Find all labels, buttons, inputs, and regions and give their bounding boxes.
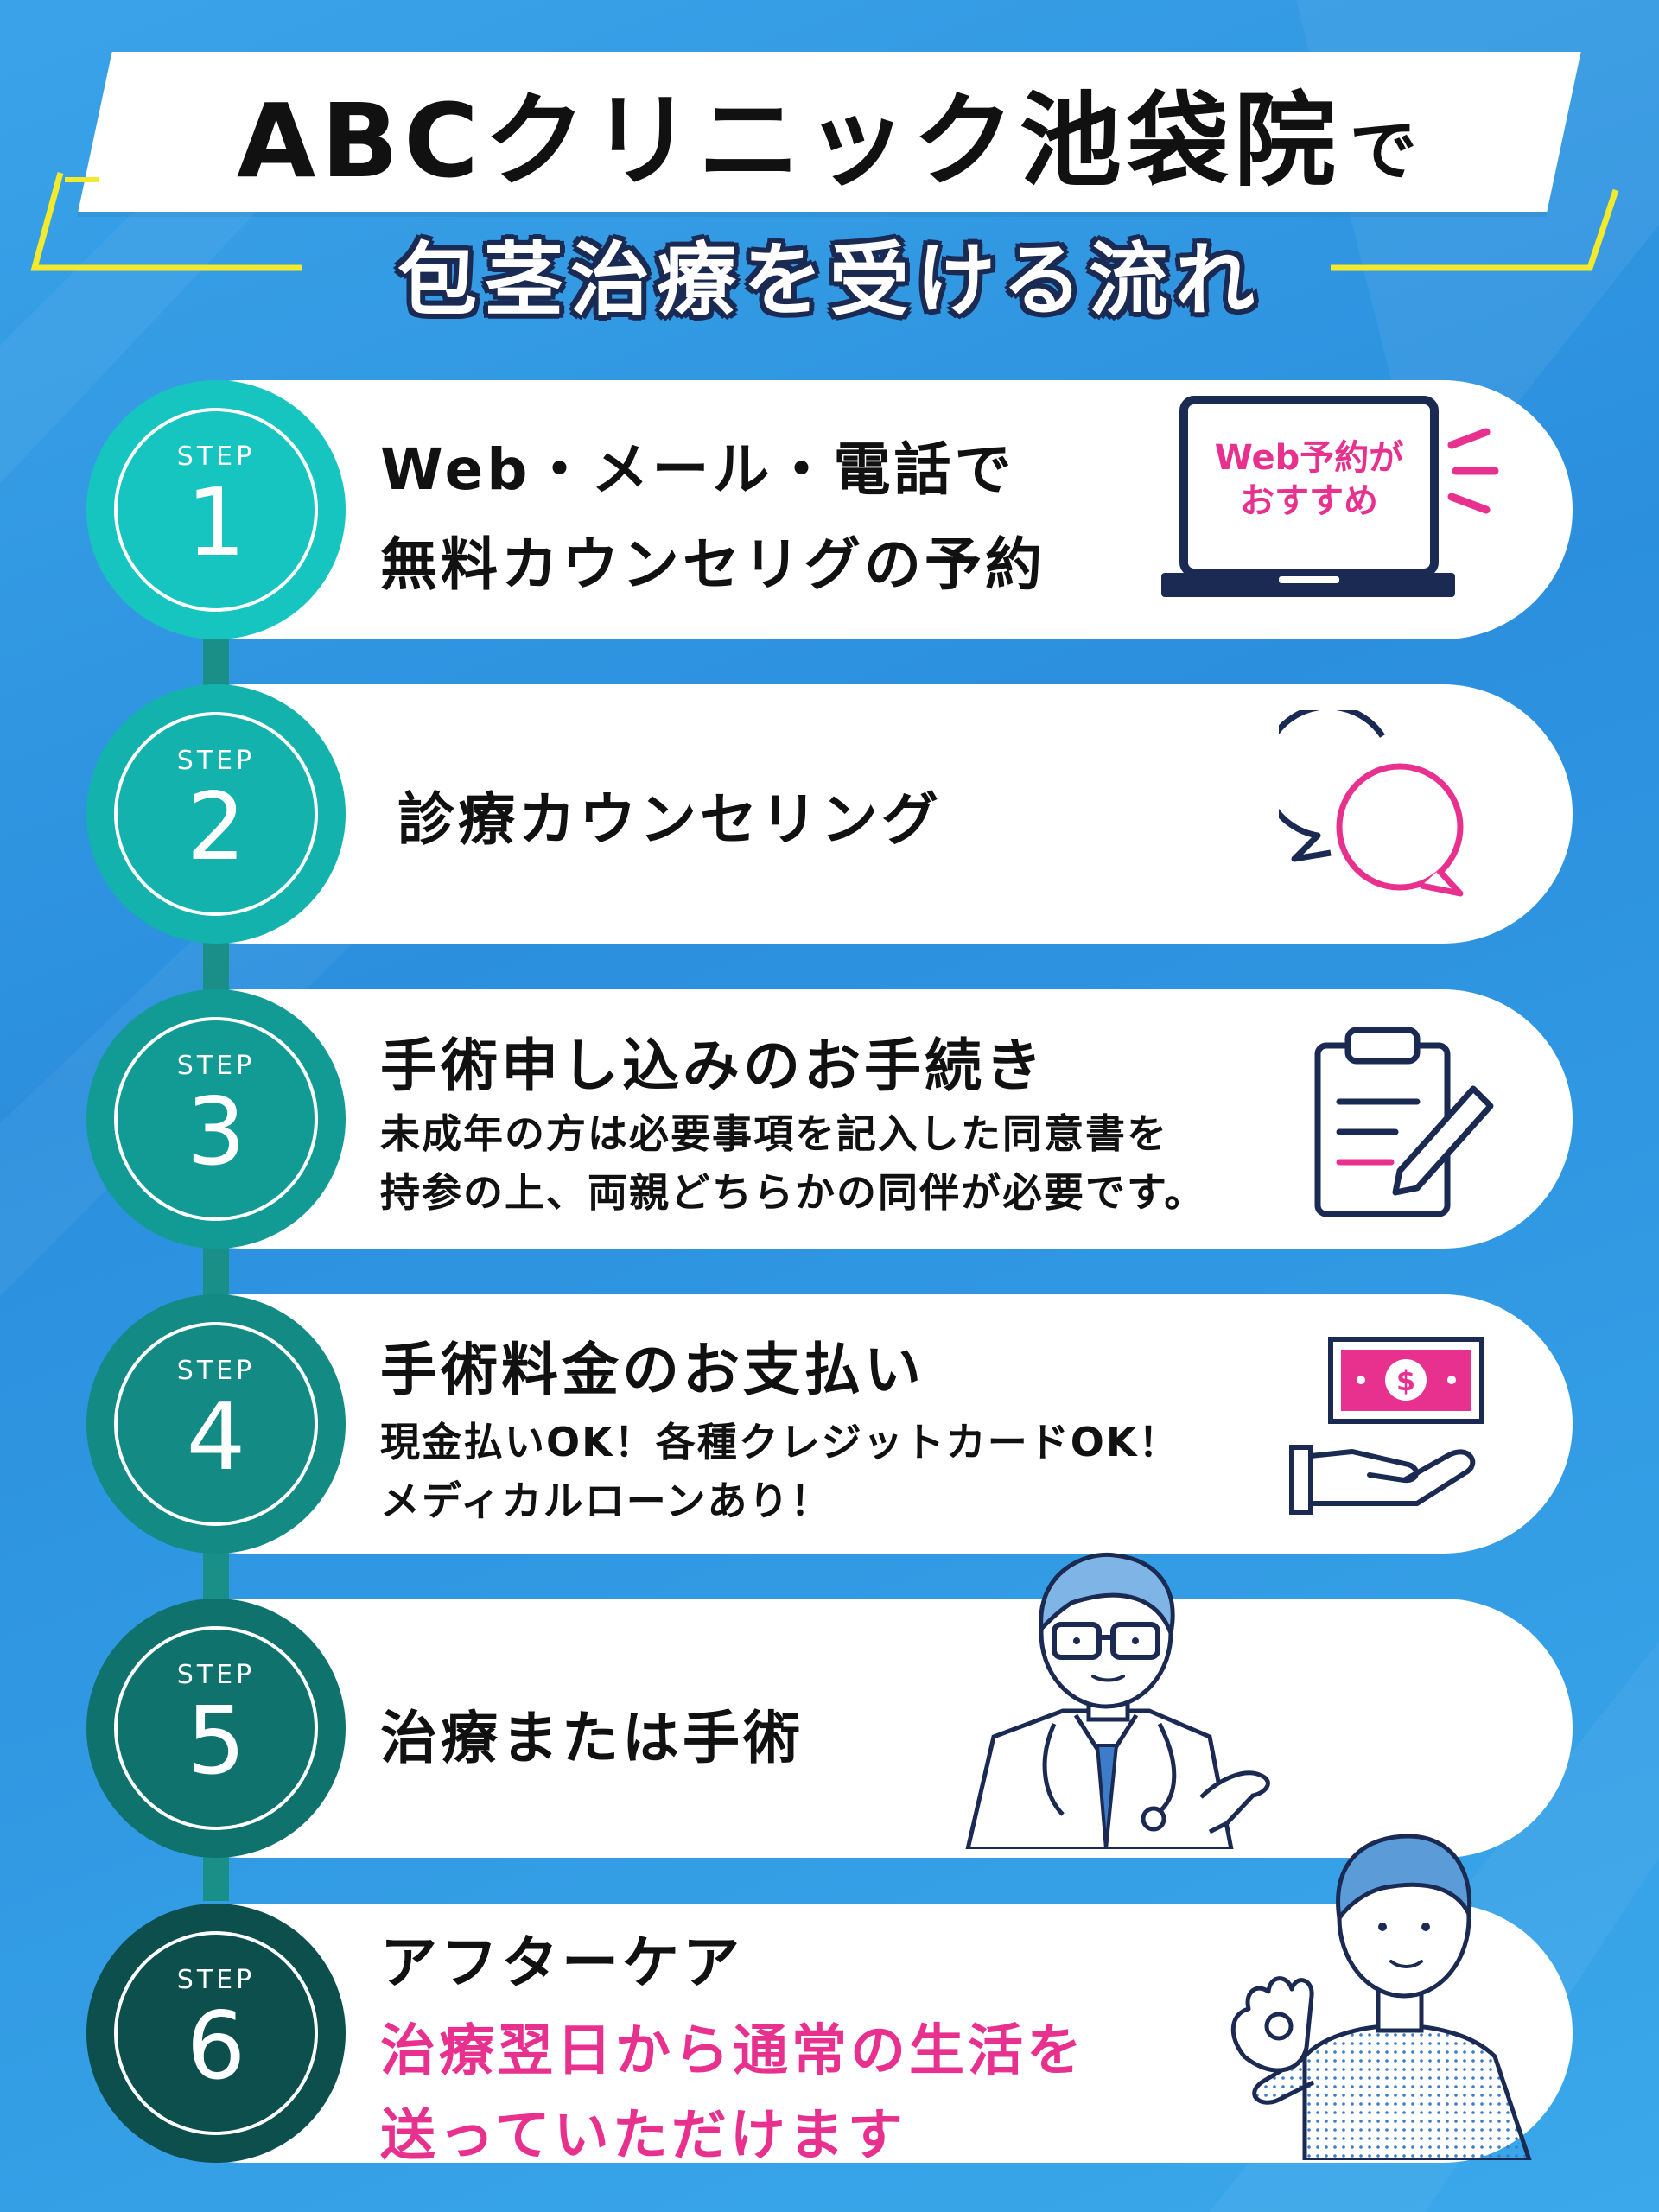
subtitle: 包茎治療を受ける流れ <box>397 234 1262 327</box>
step-3-desc-line1: 未成年の方は必要事項を記入した同意書を <box>380 1110 1168 1157</box>
step-3-desc: 未成年の方は必要事項を記入した同意書を 持参の上、両親どちらかの同伴が必要です。 <box>380 1104 1205 1222</box>
step-2-card <box>112 684 1573 944</box>
money-hand-icon: $ <box>1289 1337 1484 1515</box>
step-number: 1 <box>186 468 246 577</box>
web-badge-line2: おすすめ <box>1240 481 1378 521</box>
title-main: ABCクリニック池袋院 <box>237 81 1341 200</box>
patient-ok-illustration <box>1230 1834 1532 2160</box>
step-number: 5 <box>186 1687 246 1796</box>
step-6-circle: STEP 6 <box>86 1904 346 2163</box>
title-suffix: で <box>1349 111 1422 190</box>
accent-lines <box>30 172 1619 271</box>
step-5-title: 治療または手術 <box>380 1705 804 1771</box>
step-6-highlight-line1: 治療翌日から通常の生活を <box>380 2019 1085 2083</box>
step-4-circle: STEP 4 <box>86 1294 346 1554</box>
step-label: STEP <box>176 1355 256 1386</box>
step-label: STEP <box>176 745 256 776</box>
step-2-title: 診療カウンセリング <box>397 786 942 853</box>
step-4-desc-line1: 現金払いOK！各種クレジットカードOK！ <box>380 1419 1180 1465</box>
step-4-desc: 現金払いOK！各種クレジットカードOK！ メディカルローンあり！ <box>380 1413 1180 1530</box>
step-number: 4 <box>186 1382 246 1491</box>
web-badge: Web予約が おすすめ <box>1188 436 1430 523</box>
step-2-circle: STEP 2 <box>86 684 346 944</box>
step-3-title: 手術申し込みのお手続き <box>380 1033 1046 1099</box>
step-label: STEP <box>176 1050 256 1081</box>
clipboard-pen-icon <box>1314 1027 1494 1217</box>
step-number: 2 <box>186 772 246 881</box>
step-1-title-line1: Web・メール・電話で <box>380 436 1015 503</box>
step-3-desc-line2: 持参の上、両親どちらかの同伴が必要です。 <box>380 1169 1206 1216</box>
step-number: 6 <box>186 1992 246 2101</box>
step-5-card <box>112 1599 1573 1858</box>
step-1-circle: STEP 1 <box>86 380 346 639</box>
accent-line-left-top <box>65 177 99 182</box>
svg-text:$: $ <box>1396 1364 1415 1397</box>
step-4-title: 手術料金のお支払い <box>380 1337 925 1403</box>
step-1-title-line2: 無料カウンセリグの予約 <box>380 531 1046 598</box>
web-badge-line1: Web予約が <box>1214 438 1404 478</box>
doctor-illustration <box>965 1552 1270 1849</box>
step-label: STEP <box>176 1659 256 1690</box>
step-6-highlight-line2: 送っていただけます <box>380 2104 906 2168</box>
step-label: STEP <box>176 441 256 472</box>
step-number: 3 <box>186 1077 246 1186</box>
chat-bubbles-icon <box>1279 710 1464 897</box>
step-5-circle: STEP 5 <box>86 1599 346 1858</box>
laptop-icon <box>1161 396 1499 597</box>
step-label: STEP <box>176 1964 256 1995</box>
page-title: ABCクリニック池袋院 で <box>95 52 1564 212</box>
step-4-desc-line2: メディカルローンあり！ <box>380 1478 832 1524</box>
step-3-circle: STEP 3 <box>86 989 346 1249</box>
step-6-title: アフターケア <box>380 1929 743 1996</box>
